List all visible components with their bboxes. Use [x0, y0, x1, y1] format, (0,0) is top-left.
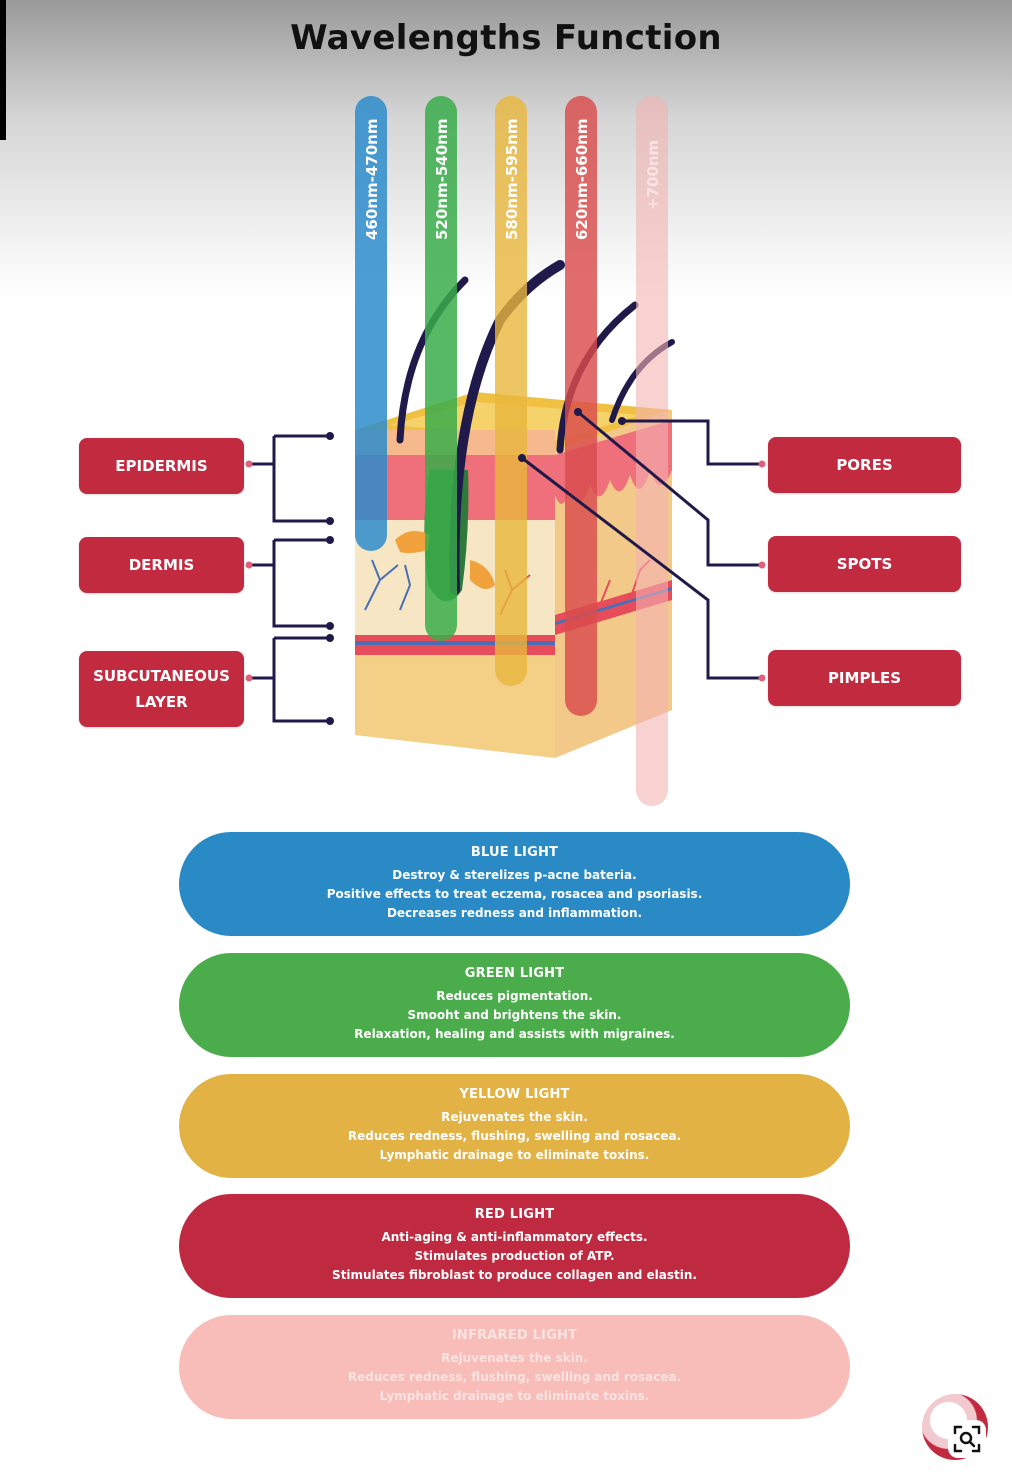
label-pores-text: PORES [836, 456, 893, 474]
beam-blue [355, 96, 387, 551]
pill-line: Rejuvenates the skin. [441, 1110, 588, 1124]
pill-green-light: GREEN LIGHT Reduces pigmentation. Smooht… [179, 953, 850, 1057]
pill-line: Destroy & sterelizes p-acne bateria. [392, 868, 637, 882]
label-subcutaneous: SUBCUTANEOUS LAYER [79, 651, 244, 727]
pill-line: Reduces pigmentation. [436, 989, 593, 1003]
left-connectors [248, 434, 330, 723]
label-spots-text: SPOTS [836, 555, 893, 573]
label-subcutaneous-line2: LAYER [135, 693, 188, 711]
right-connectors [521, 410, 762, 680]
pill-line: Anti-aging & anti-inflammatory effects. [381, 1230, 648, 1244]
beam-label-red: 620nm-660nm [573, 119, 591, 240]
pill-line: Stimulates production of ATP. [414, 1249, 615, 1263]
pill-infrared-light: INFRARED LIGHT Rejuvenates the skin. Red… [179, 1315, 850, 1419]
beam-infrared [636, 96, 668, 806]
skin-diagram: 460nm-470nm 520nm-540nm 580nm-595nm 620n… [245, 96, 766, 806]
pill-heading: RED LIGHT [474, 1207, 555, 1222]
pill-line: Relaxation, healing and assists with mig… [354, 1027, 675, 1041]
pill-heading: BLUE LIGHT [470, 845, 559, 860]
pill-line: Reduces redness, flushing, swelling and … [347, 1129, 682, 1143]
pill-blue-light: BLUE LIGHT Destroy & sterelizes p-acne b… [179, 832, 850, 936]
pill-line: Stimulates fibroblast to produce collage… [332, 1268, 697, 1282]
beam-green [425, 96, 457, 641]
beam-yellow [495, 96, 527, 686]
label-pores: PORES [768, 437, 961, 493]
label-pimples: PIMPLES [768, 650, 961, 706]
pill-heading: YELLOW LIGHT [459, 1087, 570, 1102]
pill-heading: GREEN LIGHT [464, 966, 565, 981]
beam-label-infrared: +700nm [644, 140, 662, 210]
label-epidermis: EPIDERMIS [79, 438, 244, 494]
label-subcutaneous-line1: SUBCUTANEOUS [93, 667, 230, 685]
pill-line: Lymphatic drainage to eliminate toxins. [379, 1148, 650, 1162]
pill-line: Positive effects to treat eczema, rosace… [326, 887, 703, 901]
visual-search-icon[interactable] [948, 1420, 986, 1458]
beam-label-green: 520nm-540nm [433, 119, 451, 240]
pill-line: Lymphatic drainage to eliminate toxins. [379, 1389, 650, 1403]
label-dermis-text: DERMIS [128, 556, 195, 574]
light-beams [355, 96, 668, 806]
page-title: Wavelengths Function [290, 18, 722, 58]
pill-line: Decreases redness and inflammation. [386, 906, 643, 920]
label-dermis: DERMIS [79, 537, 244, 593]
label-spots: SPOTS [768, 536, 961, 592]
pill-red-light: RED LIGHT Anti-aging & anti-inflammatory… [179, 1194, 850, 1298]
beam-red [565, 96, 597, 716]
label-pimples-text: PIMPLES [827, 669, 902, 687]
window-corner [0, 0, 6, 140]
pill-line: Rejuvenates the skin. [441, 1351, 588, 1365]
pill-line: Reduces redness, flushing, swelling and … [347, 1370, 682, 1384]
label-epidermis-text: EPIDERMIS [115, 457, 208, 475]
beam-label-yellow: 580nm-595nm [503, 119, 521, 240]
beam-label-blue: 460nm-470nm [363, 119, 381, 240]
pill-line: Smooht and brightens the skin. [407, 1008, 622, 1022]
pill-heading: INFRARED LIGHT [451, 1328, 578, 1343]
pill-yellow-light: YELLOW LIGHT Rejuvenates the skin. Reduc… [179, 1074, 850, 1178]
